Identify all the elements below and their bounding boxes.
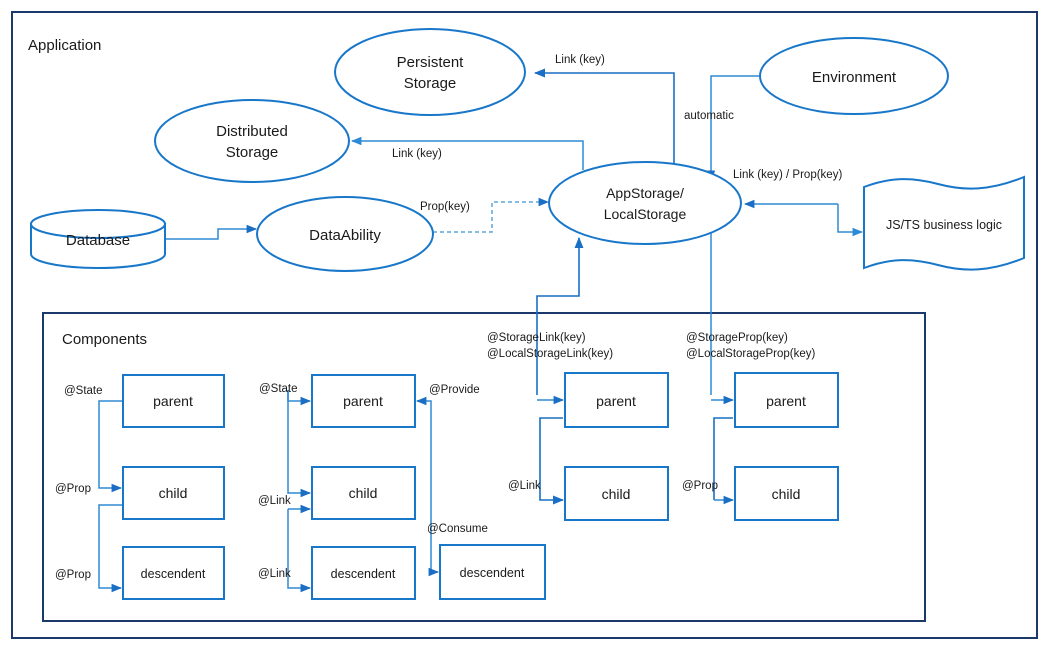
component-group-state-link: parent child descendent @State @Link @Li… xyxy=(258,374,416,600)
node-appstorage: AppStorage/ LocalStorage xyxy=(548,161,742,245)
node-environment-label: Environment xyxy=(812,69,897,86)
edge-label-link-key-distributed: Link (key) xyxy=(392,148,442,160)
component-box-parent-label: parent xyxy=(596,393,636,409)
component-label-consume: @Consume xyxy=(427,523,488,535)
edge-appstorage-to-logic xyxy=(837,204,864,237)
node-dataability-label: DataAbility xyxy=(309,227,381,244)
edge-database-to-dataability xyxy=(166,224,258,240)
component-box-descendent xyxy=(439,544,546,600)
edge-state-to-prop-child xyxy=(98,400,123,493)
edge-prop-key-dataability xyxy=(433,197,550,233)
component-box-parent xyxy=(122,374,225,428)
component-label-link: @Link xyxy=(508,480,541,492)
node-business-logic: JS/TS business logic xyxy=(863,175,1025,271)
edge-label-link-prop-key-logic: Link (key) / Prop(key) xyxy=(733,169,842,181)
edge-link-key-distributed xyxy=(350,136,584,170)
components-frame xyxy=(42,312,926,622)
application-frame-title: Application xyxy=(28,37,101,54)
component-box-child xyxy=(564,466,669,521)
node-database: Database xyxy=(30,209,166,269)
node-appstorage-line1: AppStorage/ xyxy=(606,185,684,201)
components-frame-title: Components xyxy=(62,331,147,348)
component-label-prop-descendent: @Prop xyxy=(55,569,91,581)
component-box-parent-label: parent xyxy=(343,393,383,409)
node-distributed-storage-line2: Storage xyxy=(226,144,279,161)
component-group-provide-consume: descendent @Provide @Consume xyxy=(415,384,546,600)
component-box-parent xyxy=(564,372,669,428)
component-box-parent xyxy=(734,372,839,428)
edge-label-storage-link-2: @LocalStorageLink(key) xyxy=(487,348,613,360)
component-box-parent xyxy=(311,374,416,428)
edge-label-prop-key-dataability: Prop(key) xyxy=(420,201,470,213)
component-box-child-label: child xyxy=(772,486,801,502)
edge-automatic-environment xyxy=(706,75,761,182)
component-group-storage-prop: @StorageProp(key) @LocalStorageProp(key)… xyxy=(682,332,839,521)
component-group-state-prop: parent child descendent @State @Prop @Pr… xyxy=(55,374,225,600)
node-persistent-storage-line1: Persistent xyxy=(397,54,465,71)
edge-prop-child-to-descendent xyxy=(98,504,123,593)
component-group-storage-link: @StorageLink(key) @LocalStorageLink(key)… xyxy=(487,332,669,521)
component-box-descendent-label: descendent xyxy=(331,567,396,581)
component-box-parent-label: parent xyxy=(766,393,806,409)
edge-storage-link-to-appstorage xyxy=(536,236,584,395)
edge-link-key-persistent xyxy=(533,68,675,167)
node-distributed-storage-line1: Distributed xyxy=(216,123,288,140)
component-label-prop-child: @Prop xyxy=(55,483,91,495)
node-persistent-storage-line2: Storage xyxy=(404,75,457,92)
component-box-descendent-label: descendent xyxy=(460,566,525,580)
component-box-descendent xyxy=(122,546,225,600)
node-persistent-storage: Persistent Storage xyxy=(334,28,526,116)
component-box-child xyxy=(311,466,416,520)
component-box-descendent-label: descendent xyxy=(141,567,206,581)
component-label-state: @State xyxy=(259,383,298,395)
component-box-parent-label: parent xyxy=(153,393,193,409)
edge-link-to-descendent-g2 xyxy=(287,509,312,593)
edge-link-parent-to-child-g4 xyxy=(539,417,565,505)
node-environment: Environment xyxy=(759,37,949,115)
component-label-provide: @Provide xyxy=(429,384,480,396)
component-box-descendent xyxy=(311,546,416,600)
edge-link-to-child-g2 xyxy=(287,390,312,498)
component-label-link-child: @Link xyxy=(258,495,291,507)
node-dataability: DataAbility xyxy=(256,196,434,272)
node-business-logic-label: JS/TS business logic xyxy=(886,218,1002,232)
component-box-child xyxy=(734,466,839,521)
edge-label-storage-link-1: @StorageLink(key) xyxy=(487,332,586,344)
node-appstorage-line2: LocalStorage xyxy=(604,206,687,222)
component-box-child-label: child xyxy=(349,485,378,501)
component-label-prop: @Prop xyxy=(682,480,718,492)
component-box-child xyxy=(122,466,225,520)
node-distributed-storage: Distributed Storage xyxy=(154,99,350,183)
edge-label-storage-prop-1: @StorageProp(key) xyxy=(686,332,788,344)
component-box-child-label: child xyxy=(602,486,631,502)
edge-label-storage-prop-2: @LocalStorageProp(key) xyxy=(686,348,815,360)
component-label-link-descendent: @Link xyxy=(258,568,291,580)
edge-prop-parent-to-child-g5 xyxy=(713,417,733,500)
component-label-state: @State xyxy=(64,385,103,397)
edge-label-link-key-persistent: Link (key) xyxy=(555,54,605,66)
component-box-child-label: child xyxy=(159,485,188,501)
node-database-label: Database xyxy=(66,232,130,249)
edge-label-automatic: automatic xyxy=(684,110,734,122)
edge-provide-to-parent xyxy=(415,396,432,572)
